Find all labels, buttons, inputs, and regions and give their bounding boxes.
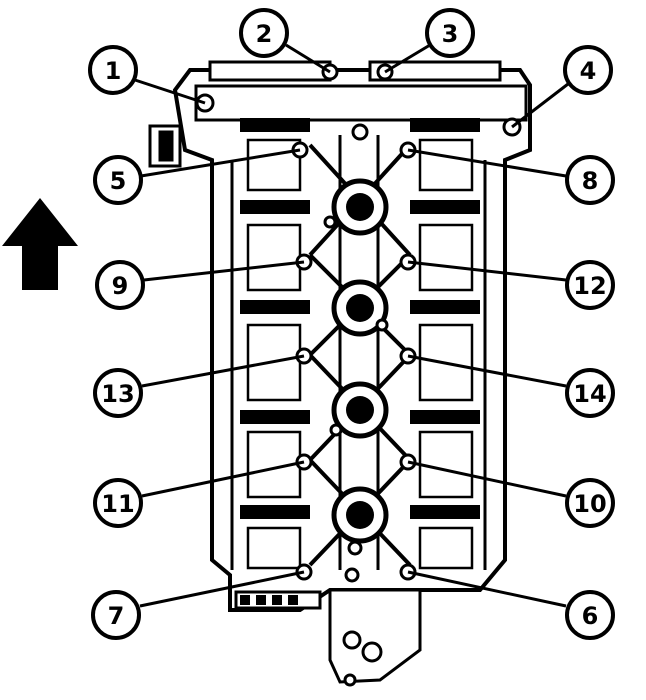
svg-text:3: 3 bbox=[442, 20, 459, 48]
svg-text:10: 10 bbox=[573, 490, 606, 518]
svg-text:8: 8 bbox=[582, 167, 599, 195]
callout-5: 5 bbox=[93, 155, 143, 205]
callouts: 1 2 3 4 5 8 9 12 bbox=[88, 8, 615, 640]
callout-9: 9 bbox=[95, 260, 145, 310]
up-arrow-icon bbox=[2, 198, 78, 290]
svg-text:12: 12 bbox=[573, 272, 606, 300]
callout-14: 14 bbox=[565, 368, 615, 418]
leader-lines bbox=[134, 43, 569, 608]
callout-6: 6 bbox=[565, 590, 615, 640]
callout-12: 12 bbox=[565, 260, 615, 310]
svg-text:7: 7 bbox=[108, 602, 125, 630]
callout-4: 4 bbox=[563, 45, 613, 95]
svg-text:2: 2 bbox=[256, 20, 273, 48]
svg-text:1: 1 bbox=[105, 57, 122, 85]
callout-2: 2 bbox=[239, 8, 289, 58]
svg-text:4: 4 bbox=[580, 57, 597, 85]
callout-10: 10 bbox=[565, 478, 615, 528]
cylinder-head bbox=[148, 60, 532, 687]
callout-13: 13 bbox=[93, 368, 143, 418]
svg-text:13: 13 bbox=[101, 380, 134, 408]
svg-text:9: 9 bbox=[112, 272, 129, 300]
svg-text:11: 11 bbox=[101, 490, 134, 518]
callout-3: 3 bbox=[425, 8, 475, 58]
callout-8: 8 bbox=[565, 155, 615, 205]
callout-11: 11 bbox=[93, 478, 143, 528]
callout-7: 7 bbox=[91, 590, 141, 640]
svg-text:5: 5 bbox=[110, 167, 127, 195]
svg-text:14: 14 bbox=[573, 380, 606, 408]
callout-1: 1 bbox=[88, 45, 138, 95]
svg-text:6: 6 bbox=[582, 602, 599, 630]
